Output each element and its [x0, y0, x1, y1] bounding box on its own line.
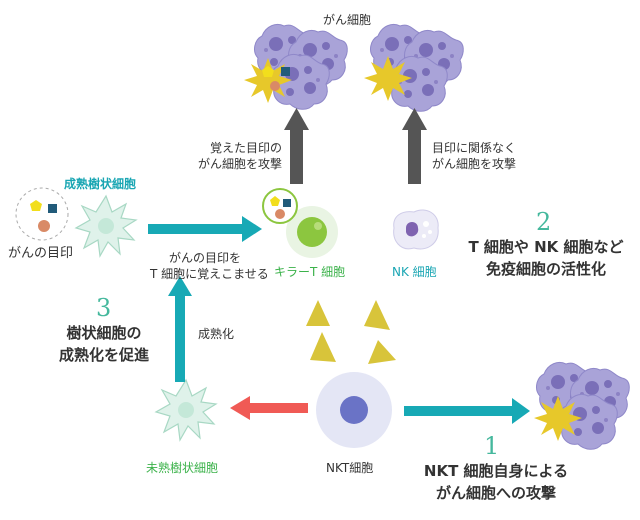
teach-tcell-line2: T 細胞に覚えこませる: [150, 267, 269, 281]
cancer-cell-group-bottom: [534, 361, 630, 450]
step2-line1: T 細胞や NK 細胞など: [468, 238, 624, 256]
step1-line1: NKT 細胞自身による: [423, 462, 569, 480]
remembered-attack-text: 覚えた目印の がん細胞を攻撃: [186, 140, 282, 172]
step3-line2: 成熟化を促進: [58, 346, 149, 364]
mature-dendritic-cell: [75, 195, 137, 257]
nkt-label: NKT細胞: [326, 461, 374, 475]
antigen-pentagon: [262, 66, 274, 77]
cancer-cell-title: がん細胞: [323, 13, 372, 27]
remembered-attack-line2: がん細胞を攻撃: [197, 157, 282, 171]
nk-attack-line2: がん細胞を攻撃: [432, 157, 517, 171]
nk-attack-line1: 目印に関係なく: [432, 141, 517, 155]
immature-dc-label: 未熟樹状細胞: [146, 461, 219, 475]
cancer-mark-label: がんの目印: [8, 246, 74, 261]
teach-tcell-text: がんの目印を T 細胞に覚えこませる: [150, 250, 269, 282]
nk-cell: [393, 209, 439, 250]
arrow-nkt-to-immature: [230, 396, 308, 420]
immature-dendritic-cell: [155, 379, 217, 441]
arrow-killer-to-cancer: [284, 108, 309, 184]
step1-text: NKT 細胞自身による がん細胞への攻撃: [408, 460, 584, 504]
nkt-cell: [316, 372, 392, 448]
step3-text: 樹状細胞の 成熟化を促進: [44, 322, 164, 366]
step1-line2: がん細胞への攻撃: [435, 484, 556, 502]
arrow-dc-to-killer: [148, 216, 262, 242]
cancer-mark-circle: [15, 187, 69, 241]
cancer-cell-group-left: [244, 23, 348, 110]
step1-number: 1: [484, 432, 500, 460]
step2-line2: 免疫細胞の活性化: [485, 260, 606, 278]
killer-t-label: キラーT 細胞: [274, 265, 346, 279]
activation-triangles: [306, 300, 396, 364]
antigen-circle: [270, 81, 280, 91]
nk-label: NK 細胞: [392, 265, 437, 279]
step2-text: T 細胞や NK 細胞など 免疫細胞の活性化: [460, 236, 632, 280]
nk-attack-text: 目印に関係なく がん細胞を攻撃: [432, 140, 516, 172]
step3-line1: 樹状細胞の: [66, 324, 142, 342]
remembered-attack-line1: 覚えた目印の: [209, 141, 282, 155]
cancer-cell-group-right: [364, 23, 464, 112]
maturation-label: 成熟化: [198, 327, 235, 341]
arrow-maturation: [168, 276, 192, 382]
antigen-square: [281, 67, 290, 76]
arrow-nkt-to-cancer: [404, 398, 530, 424]
teach-tcell-line1: がんの目印を: [168, 251, 241, 265]
step3-number: 3: [96, 294, 112, 322]
killer-t-cell: [262, 188, 338, 258]
mature-dc-label: 成熟樹状細胞: [64, 177, 137, 191]
step2-number: 2: [536, 208, 552, 236]
arrow-nk-to-cancer: [402, 108, 427, 184]
